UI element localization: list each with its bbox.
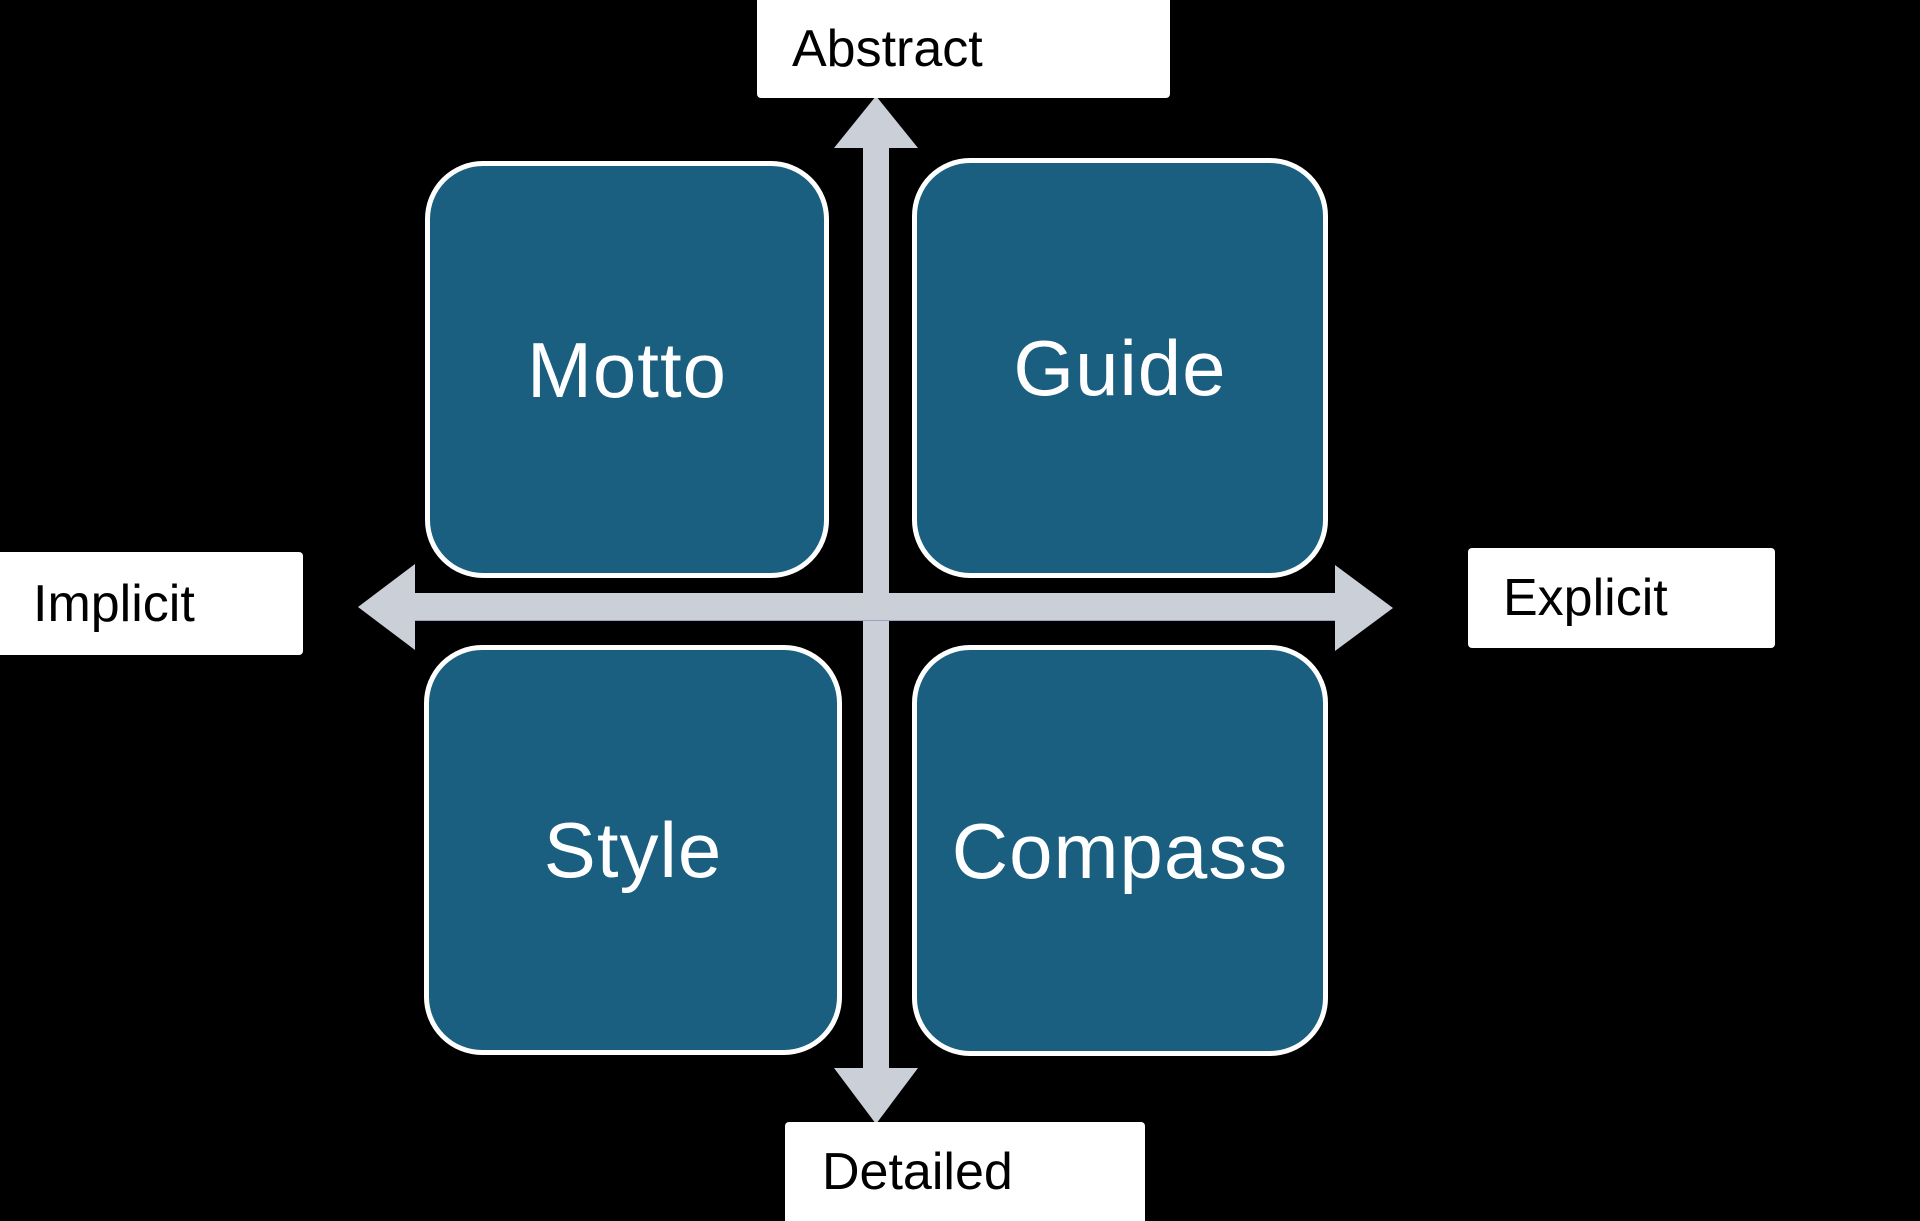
quadrant-style-label: Style — [543, 806, 723, 894]
axis-label-detailed: Detailed — [785, 1122, 1145, 1221]
arrowhead-up-icon — [834, 96, 918, 148]
quadrant-compass: Compass — [912, 645, 1328, 1056]
arrowhead-right-icon — [1335, 565, 1393, 651]
quadrant-style: Style — [424, 645, 842, 1055]
arrowhead-left-icon — [358, 564, 415, 650]
quadrant-compass-label: Compass — [951, 806, 1289, 895]
quadrant-guide-label: Guide — [1013, 324, 1227, 412]
axis-label-abstract-text: Abstract — [792, 20, 983, 78]
arrowhead-down-icon — [834, 1068, 918, 1124]
axis-label-abstract: Abstract — [757, 0, 1170, 98]
axis-label-detailed-text: Detailed — [822, 1142, 1013, 1201]
axis-label-implicit-text: Implicit — [33, 574, 195, 633]
axis-label-explicit: Explicit — [1468, 548, 1775, 648]
axis-label-explicit-text: Explicit — [1503, 569, 1668, 627]
quadrant-guide: Guide — [912, 158, 1328, 578]
horizontal-axis-arrow — [405, 593, 1340, 621]
quadrant-motto: Motto — [425, 161, 829, 578]
axis-label-implicit: Implicit — [0, 552, 303, 655]
quadrant-motto-label: Motto — [526, 325, 728, 414]
